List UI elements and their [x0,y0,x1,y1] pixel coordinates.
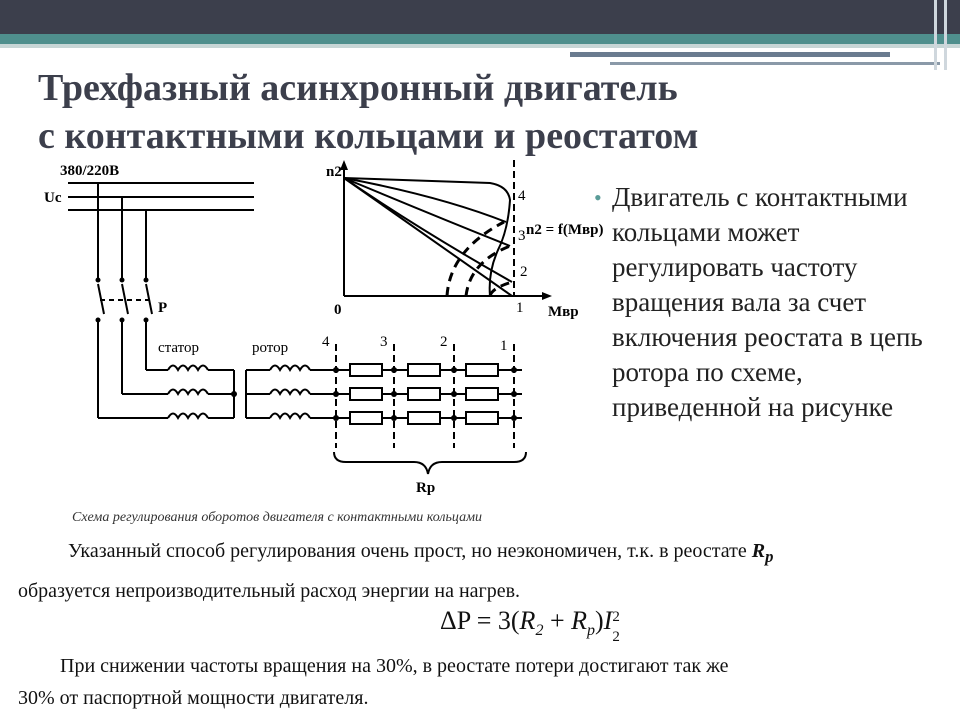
paragraph-2: При снижении частоты вращения на 30%, в … [18,652,948,712]
curve-dashed [488,280,513,297]
top-bar [0,0,960,34]
curve-dashed [445,220,505,297]
r-symbol: Rр [751,540,774,566]
tap-label-4: 4 [322,334,330,350]
curve-label-3: 3 [518,228,526,244]
speed-torque-graph: n2 Mвр 0 n2 = f(Mвр) 4 3 2 1 [326,160,603,320]
y-axis-arrow [340,160,348,170]
paragraph-1: Указанный способ регулирования очень про… [18,537,948,605]
accent-stripe-light [0,44,960,48]
paragraph-1-line-1: Указанный способ регулирования очень про… [68,540,747,562]
stator-label: статор [158,340,199,356]
curve-3 [343,177,511,247]
uc-label: Uc [44,190,62,206]
title-line-2: с контактными кольцами и реостатом [38,115,699,157]
bullet-text: Двигатель с контактными кольцами может р… [612,182,923,422]
figure-caption: Схема регулирования оборотов двигателя с… [72,510,483,525]
curve-natural [343,177,512,297]
circuit-diagram: 380/220В Uc P Rр статор ротор 4 3 2 1 [44,160,603,496]
graph-formula-label: n2 = f(Mвр) [526,222,603,238]
rheostat-label: Rр [416,480,435,496]
bullet-point: • Двигатель с контактными кольцами может… [594,180,952,425]
tap-label-2: 2 [440,334,448,350]
paragraph-1-line-2: образуется непроизводительный расход эне… [18,580,521,602]
x-axis-label: Mвр [548,304,579,320]
curve-label-1: 1 [516,300,524,316]
curve-2 [343,177,513,283]
rotor-label: ротор [252,340,288,356]
paragraph-2-line-1: При снижении частоты вращения на 30%, в … [60,655,729,677]
tap-label-1: 1 [500,338,508,354]
accent-stripe [0,34,960,44]
decor-vertical [934,0,937,70]
formula-lhs: ΔP = 3( [440,606,520,635]
page-title: Трехфазный асинхронный двигатель с конта… [38,64,938,160]
paragraph-2-line-2: 30% от паспортной мощности двигателя. [18,687,369,709]
x-axis-arrow [542,292,552,300]
switch-label: P [158,300,167,316]
supply-voltage-label: 380/220В [60,163,119,179]
curve-label-2: 2 [520,264,528,280]
y-axis-label: n2 [326,164,342,180]
curve-label-4: 4 [518,188,526,204]
curve-dashed [464,244,511,297]
origin-label: 0 [334,302,342,318]
curve-1 [343,177,513,297]
tap-label-3: 3 [380,334,388,350]
title-line-1: Трехфазный асинхронный двигатель [38,67,678,109]
bullet-icon: • [594,185,602,210]
decor-line [570,52,890,57]
curve-4 [343,177,507,223]
decor-vertical [944,0,947,70]
decor-line [610,62,940,65]
